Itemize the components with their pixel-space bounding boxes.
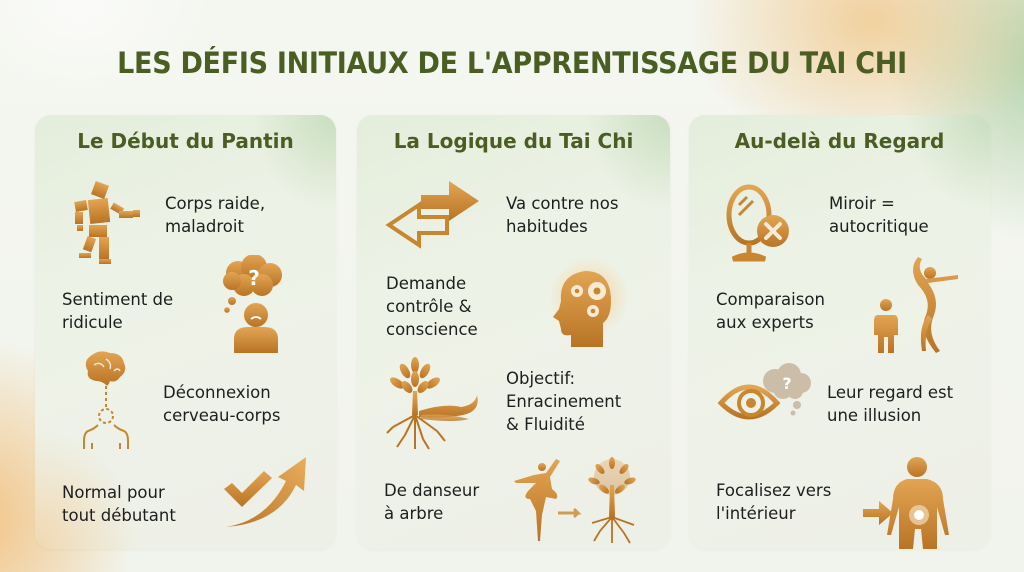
svg-text:?: ? [782, 374, 791, 393]
item-text: Leur regard est une illusion [827, 383, 954, 425]
opposing-arrows-icon [385, 177, 481, 249]
item-text: De danseur à arbre [384, 481, 480, 523]
checkmark-growth-arrow-icon [220, 455, 312, 529]
head-gears-icon [545, 257, 629, 351]
dancer-to-tree-icon [512, 455, 652, 545]
panel-title: La Logique du Tai Chi [393, 129, 634, 153]
mirror-cross-icon [723, 181, 803, 265]
item-text: Comparaison aux experts [716, 290, 825, 332]
item-text: Sentiment de ridicule [62, 290, 174, 332]
item-text: Focalisez vers l'intérieur [716, 481, 832, 523]
beginner-expert-figures-icon [874, 255, 964, 355]
item-text: Déconnexion cerveau-corps [163, 383, 281, 425]
eye-question-cloud-icon: ? [717, 361, 813, 429]
brain-body-disconnect-icon [80, 349, 130, 449]
page-title: LES DÉFIS INITIAUX DE L'APPRENTISSAGE DU… [117, 46, 907, 80]
item-text: Normal pour tout débutant [62, 483, 176, 525]
panel-title: Le Début du Pantin [77, 129, 294, 153]
svg-text:?: ? [248, 266, 260, 290]
item-text: Corps raide, maladroit [165, 194, 266, 236]
panel-le-debut-du-pantin: Le Début du Pantin Corps raide, maladroi… [35, 115, 336, 549]
item-text: Va contre nos habitudes [506, 194, 619, 236]
item-text: Objectif: Enracinement & Fluidité [506, 369, 622, 434]
stiff-puppet-figure-icon [69, 181, 141, 265]
item-text: Demande contrôle & conscience [386, 274, 478, 339]
item-text: Miroir = autocritique [829, 194, 929, 236]
rooted-tree-wave-icon [385, 355, 485, 451]
panel-title: Au-delà du Regard [734, 129, 945, 153]
panel-la-logique-du-tai-chi: La Logique du Tai Chi Va contre nos habi… [357, 115, 670, 549]
confused-person-thought-bubble-icon: ? [218, 255, 288, 355]
body-inner-focus-icon [863, 455, 963, 551]
panel-au-dela-du-regard: Au-delà du Regard Miroir = autocritique … [689, 115, 990, 549]
